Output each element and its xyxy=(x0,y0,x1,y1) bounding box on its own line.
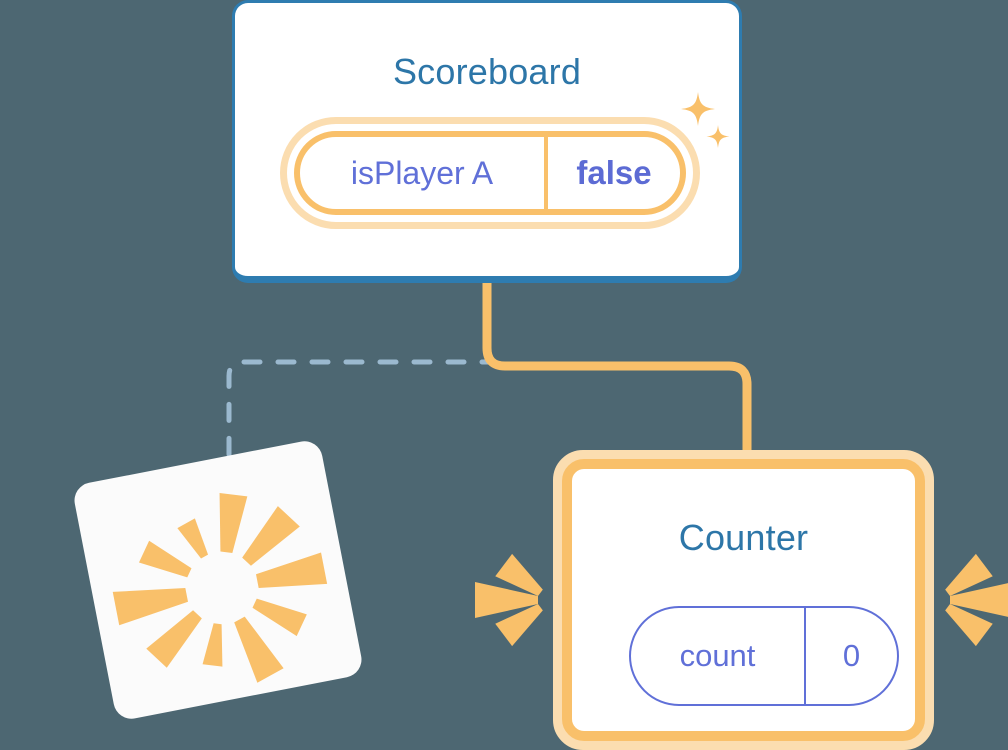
scoreboard-pill-glow: isPlayer A false xyxy=(280,117,700,229)
scoreboard-pill-inner: isPlayer A false xyxy=(294,131,686,215)
counter-card-title: Counter xyxy=(678,517,809,558)
burst-ray xyxy=(945,604,993,647)
burst-ray xyxy=(475,582,538,618)
burst-ray xyxy=(219,492,248,553)
burst-ray xyxy=(112,587,188,626)
counter-pill-key: count xyxy=(679,638,756,673)
burst-ray xyxy=(256,552,328,589)
counter-state-pill[interactable]: count 0 xyxy=(629,606,899,706)
counter-pill-inner: count 0 xyxy=(629,606,899,706)
burst-ray xyxy=(146,610,202,668)
burst-ray xyxy=(495,604,543,647)
burst-ray xyxy=(202,623,223,667)
counter-pill-divider xyxy=(804,608,806,704)
burst-ray xyxy=(138,540,192,578)
burst-ray xyxy=(242,506,300,566)
scoreboard-pill-key: isPlayer A xyxy=(350,154,494,191)
burst-ray xyxy=(950,583,1008,617)
scoreboard-pill-divider xyxy=(544,137,548,209)
dashed-connector-scoreboard-to-ghost xyxy=(226,280,490,473)
scoreboard-card-title: Scoreboard xyxy=(392,51,582,92)
burst-ray xyxy=(234,616,284,683)
burst-ray xyxy=(495,553,543,596)
burst-ray xyxy=(177,518,209,559)
counter-pill-value: 0 xyxy=(842,638,861,673)
scoreboard-state-pill[interactable]: isPlayer A false xyxy=(280,117,700,229)
burst-ray xyxy=(252,598,307,637)
burst-ray xyxy=(945,553,993,596)
solid-connector-scoreboard-to-counter xyxy=(482,280,752,460)
scoreboard-pill-value: false xyxy=(576,154,652,191)
counter-card-body: Counter count 0 xyxy=(562,459,925,741)
scoreboard-card[interactable]: Scoreboard isPlayer A false xyxy=(232,0,742,283)
counter-card[interactable]: Counter count 0 xyxy=(553,450,934,750)
